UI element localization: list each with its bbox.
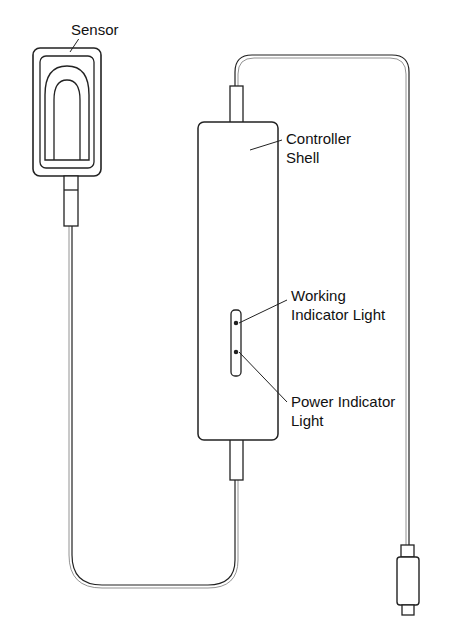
usb-plug [397, 557, 419, 605]
controller-shell [198, 122, 278, 440]
usb-tip [402, 605, 414, 615]
leader-line [239, 300, 287, 323]
part-label: Working Indicator Light [290, 286, 402, 324]
power-light [234, 350, 237, 353]
sensor-housing [33, 48, 101, 176]
leader-line [250, 140, 282, 150]
leader-line [70, 37, 80, 52]
working-light [234, 321, 237, 324]
leader-line [239, 352, 287, 402]
part-label: Power Indicator Light [290, 392, 402, 430]
strain-relief-ring [64, 189, 78, 190]
part-label: Controller Shell [285, 129, 379, 167]
controller-top-relief [230, 86, 243, 124]
sensor-window [45, 66, 89, 160]
sensor-strain-relief [64, 176, 78, 226]
part-label: Sensor [70, 20, 142, 39]
usb-relief [401, 545, 414, 557]
sensor-window-inner [54, 80, 80, 160]
sensor-face [40, 56, 94, 168]
indicator-slot [231, 310, 241, 376]
controller-bottom-relief [230, 438, 243, 480]
